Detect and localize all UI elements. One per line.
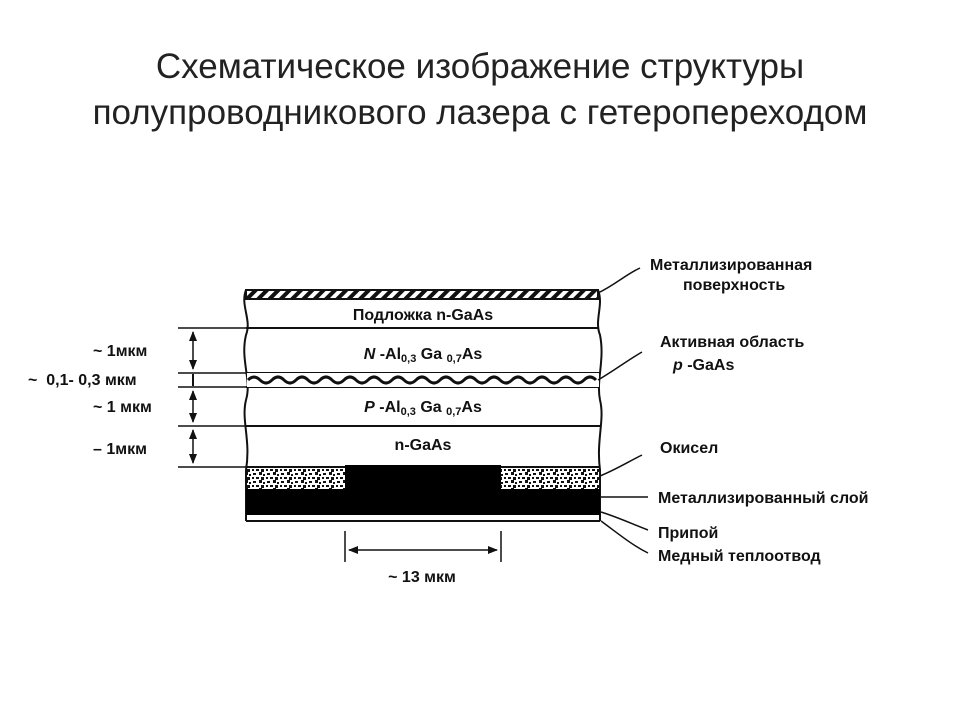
metallized-layer <box>246 465 600 515</box>
ngaas-thickness-label: – 1мкм <box>93 441 147 458</box>
active-region-label-2: p -GaAs <box>672 357 734 374</box>
right-edge <box>597 289 603 515</box>
metallized-surface-label-2: поверхность <box>683 277 785 294</box>
metallized-surface-label-1: Металлизированная <box>650 257 812 274</box>
p-thickness-label: ~ 1 мкм <box>93 399 152 416</box>
substrate-label: Подложка n-GaAs <box>353 307 493 324</box>
solder-label: Припой <box>658 525 718 542</box>
heatsink-label: Медный теплоотвод <box>658 548 821 565</box>
oxide-label: Окисел <box>660 440 718 457</box>
p-layer-label: P -Al0,3 Ga 0,7As <box>364 399 482 418</box>
title-line-2: полупроводникового лазера с гетероперехо… <box>92 93 868 132</box>
metallized-surface-layer <box>245 289 599 300</box>
stripe-width-dimension <box>344 531 502 562</box>
title-line-1: Схематическое изображение структуры <box>155 47 805 86</box>
oxide-layer-right <box>501 469 599 489</box>
active-thickness-label: ~ 0,1- 0,3 мкм <box>28 372 137 389</box>
n-gaas-label: n-GaAs <box>395 437 452 454</box>
n-layer-label: N -Al0,3 Ga 0,7As <box>364 346 483 365</box>
left-edge <box>243 289 249 515</box>
active-region-layer <box>246 373 599 387</box>
oxide-layer-left <box>247 469 345 489</box>
solder-edges <box>245 515 601 521</box>
callout-leaders <box>597 267 649 554</box>
stripe-width-label: ~ 13 мкм <box>388 569 456 586</box>
page-title: Схематическое изображение структуры полу… <box>0 44 960 136</box>
active-region-label-1: Активная область <box>660 334 804 351</box>
metallized-layer-label: Металлизированный слой <box>658 490 869 507</box>
n-thickness-label: ~ 1мкм <box>93 343 147 360</box>
thickness-dimensions <box>178 327 246 468</box>
